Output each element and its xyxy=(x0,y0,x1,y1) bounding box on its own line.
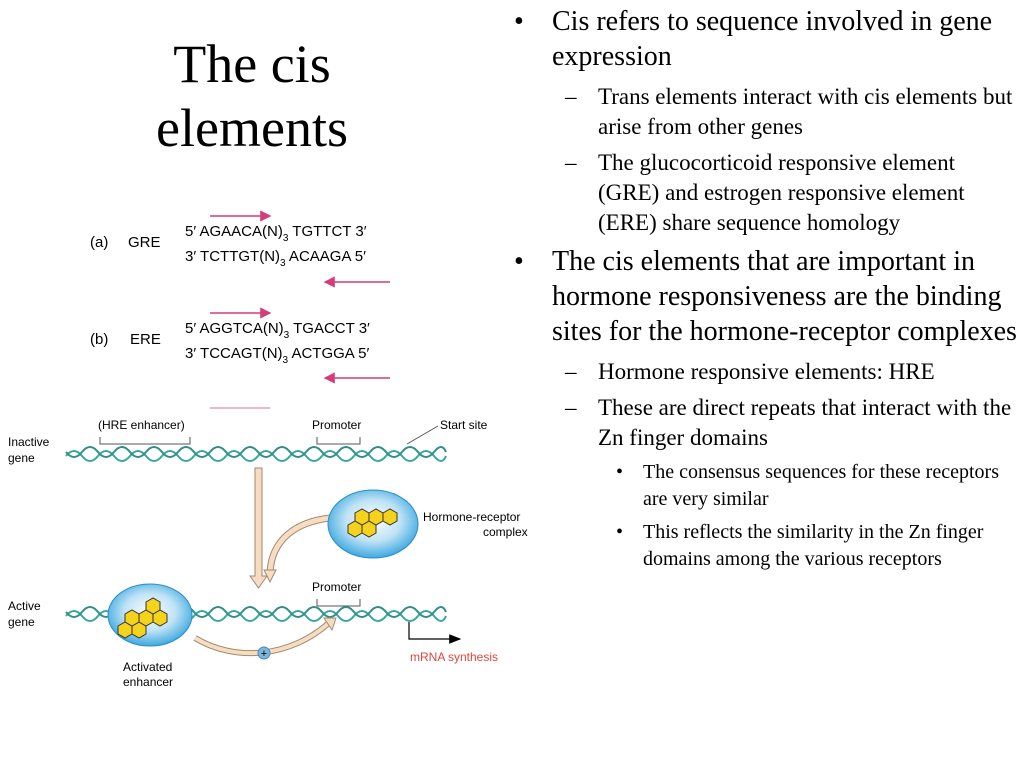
title-line-1: The cis xyxy=(173,34,331,94)
bullet-text: The cis elements that are important in h… xyxy=(552,246,1017,347)
sub-bullet-item: – These are direct repeats that interact… xyxy=(508,393,1018,453)
enhancer-label: enhancer xyxy=(123,675,173,689)
plus-sign: + xyxy=(261,648,267,660)
start-site-label: Start site xyxy=(440,418,488,432)
sub-bullet-item: – Hormone responsive elements: HRE xyxy=(508,357,1018,387)
start-site-pointer xyxy=(406,425,439,445)
hre-enhancer-label: (HRE enhancer) xyxy=(98,418,185,432)
sub-bullet-text: These are direct repeats that interact w… xyxy=(598,395,1012,450)
title-line-2: elements xyxy=(156,98,348,158)
slide-title: The cis elements xyxy=(118,32,386,160)
sub-sub-bullet-text: The consensus sequences for these recept… xyxy=(643,461,999,510)
plus-circle xyxy=(257,646,271,660)
ere-top-strand: 5′ AGGTCA(N)3 TGACCT 3′ xyxy=(185,320,370,341)
complex-label: Hormone-receptor xyxy=(423,510,520,524)
bullet-item: • The cis elements that are important in… xyxy=(508,244,1018,349)
promoter-label-top: Promoter xyxy=(312,418,361,432)
sub-bullet-text: Trans elements interact with cis element… xyxy=(598,84,1013,139)
promoter-bracket-top xyxy=(316,437,361,445)
gre-letter: (a) xyxy=(90,234,108,251)
sub-bullet-text: The glucocorticoid responsive element (G… xyxy=(598,150,965,235)
promoter-label-bottom: Promoter xyxy=(312,580,361,594)
sequence-figure: (a) GRE 5′ AGAACA(N)3 TGTTCT 3′ 3′ TCTTG… xyxy=(90,210,390,409)
mrna-synthesis-label: mRNA synthesis xyxy=(410,650,498,664)
dash-marker: – xyxy=(565,395,577,420)
promoter-bracket-bottom xyxy=(316,599,361,607)
gene-activation-diagram: (HRE enhancer) Promoter Start site Inact… xyxy=(8,418,528,689)
dash-marker: – xyxy=(565,359,577,384)
sub-bullet-text: Hormone responsive elements: HRE xyxy=(598,359,935,384)
bullet-marker: • xyxy=(514,6,524,37)
activated-label: Activated xyxy=(123,660,172,674)
bullet-marker: • xyxy=(514,246,524,277)
complex-binding-arrow xyxy=(267,515,331,573)
ere-name: ERE xyxy=(130,331,161,348)
active-gene-label: gene xyxy=(8,615,35,629)
bullet-list: • Cis refers to sequence involved in gen… xyxy=(508,4,1018,579)
active-label: Active xyxy=(8,599,41,613)
complex-label-2: complex xyxy=(483,525,528,539)
ere-letter: (b) xyxy=(90,331,108,348)
sub-bullet-item: – Trans elements interact with cis eleme… xyxy=(508,82,1018,142)
inactive-label: Inactive xyxy=(8,435,50,449)
transcription-arrow xyxy=(408,622,462,644)
ere-bottom-strand: 3′ TCCAGT(N)3 ACTGGA 5′ xyxy=(185,345,369,366)
hormone-hexagons xyxy=(347,508,398,538)
enhancer-hexagons xyxy=(117,597,168,639)
activation-down-arrow xyxy=(249,467,268,589)
gre-name: GRE xyxy=(128,234,161,251)
sub-sub-bullet-item: • The consensus sequences for these rece… xyxy=(508,459,1018,513)
sub-bullet-item: – The glucocorticoid responsive element … xyxy=(508,148,1018,238)
sub-sub-bullet-item: • This reflects the similarity in the Zn… xyxy=(508,519,1018,573)
bullet-text: Cis refers to sequence involved in gene … xyxy=(552,6,993,72)
hre-bracket xyxy=(99,437,191,445)
sub-sub-bullet-text: This reflects the similarity in the Zn f… xyxy=(643,521,984,570)
bullet-marker: • xyxy=(616,521,624,543)
inactive-gene-label: gene xyxy=(8,451,35,465)
gre-top-strand: 5′ AGAACA(N)3 TGTTCT 3′ xyxy=(185,223,367,244)
inactive-dna xyxy=(65,446,447,462)
dash-marker: – xyxy=(565,84,577,109)
gre-bottom-strand: 3′ TCTTGT(N)3 ACAAGA 5′ xyxy=(185,248,366,269)
dash-marker: – xyxy=(565,150,577,175)
bullet-marker: • xyxy=(616,461,624,483)
bullet-item: • Cis refers to sequence involved in gen… xyxy=(508,4,1018,74)
